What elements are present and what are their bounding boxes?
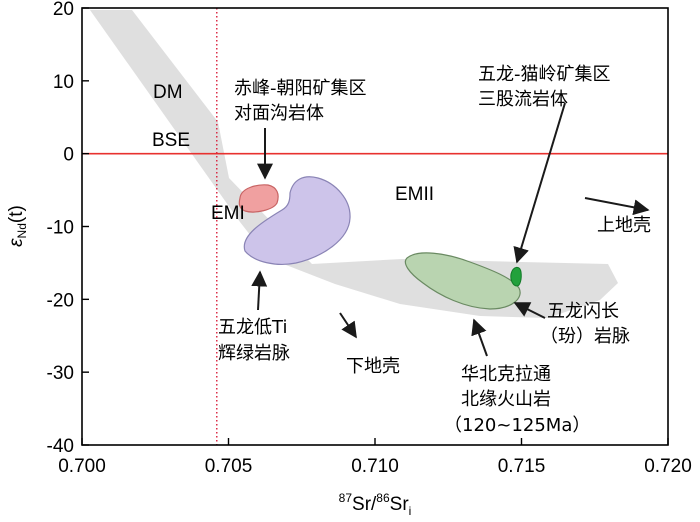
y-axis-title: εNd(t) xyxy=(6,205,29,247)
x-axis-title-sup1: 87 xyxy=(339,491,353,505)
label-chifeng-line1: 赤峰-朝阳矿集区 xyxy=(234,78,367,99)
label-diorite-line1: 五龙闪长 xyxy=(547,301,619,322)
x-axis-ticks: 0.700 0.705 0.710 0.715 0.720 xyxy=(58,438,692,477)
y-axis-title-sub: Nd xyxy=(15,223,29,238)
y-tick-label: -30 xyxy=(47,363,74,384)
y-axis-title-t: (t) xyxy=(6,205,27,223)
label-lowti-line2: 辉绿岩脉 xyxy=(218,343,290,364)
label-diorite-line2: （玢）岩脉 xyxy=(540,326,630,347)
field-duimiangou xyxy=(238,184,279,213)
x-tick-label: 0.700 xyxy=(58,456,106,477)
field-ncc-volcanics xyxy=(404,252,521,310)
label-ncc-line1: 华北克拉通 xyxy=(461,364,551,385)
field-sanguliu xyxy=(510,266,522,287)
y-tick-label: -40 xyxy=(47,436,74,457)
y-axis-ticks: 20 10 0 -10 -20 -30 -40 xyxy=(47,0,89,457)
label-wulong-line1: 五龙-猫岭矿集区 xyxy=(478,64,611,85)
x-tick-label: 0.720 xyxy=(644,456,692,477)
mantle-array-field xyxy=(90,10,618,318)
x-axis-title-sub: i xyxy=(409,504,412,518)
label-ncc-line3: （120~125Ma） xyxy=(444,415,590,436)
text-labels: DM BSE EMI EMII 上地壳 下地壳 赤峰-朝阳矿集区 对面沟岩体 五… xyxy=(152,64,651,436)
field-lowti-diabase xyxy=(243,176,351,265)
label-bse: BSE xyxy=(152,130,190,151)
y-tick-label: 0 xyxy=(63,145,74,166)
y-tick-label: 10 xyxy=(53,72,74,93)
label-dm: DM xyxy=(153,82,183,103)
x-axis-title-part2: Sr xyxy=(390,494,410,515)
x-tick-label: 0.705 xyxy=(205,456,253,477)
label-emi: EMI xyxy=(211,203,245,224)
arrow-ncc xyxy=(471,318,488,357)
label-ncc-line2: 北缘火山岩 xyxy=(461,389,551,410)
x-axis-title-part1: Sr/ xyxy=(352,494,377,515)
y-tick-label: -20 xyxy=(47,290,74,311)
x-axis-title: 87Sr/86Sri xyxy=(339,491,412,518)
label-upper-crust: 上地壳 xyxy=(597,215,651,236)
label-emii: EMII xyxy=(395,184,434,205)
arrow-upper-crust xyxy=(584,197,650,216)
label-chifeng-line2: 对面沟岩体 xyxy=(234,103,324,124)
annotation-arrows xyxy=(251,102,650,357)
arrow-lowti xyxy=(251,270,268,311)
x-tick-label: 0.715 xyxy=(498,456,546,477)
arrow-sanguliu xyxy=(513,102,566,264)
x-tick-label: 0.710 xyxy=(351,456,399,477)
arrow-diorite xyxy=(513,302,546,319)
label-lowti-line1: 五龙低Ti xyxy=(218,317,287,338)
label-lower-crust: 下地壳 xyxy=(346,356,400,377)
arrow-lower-crust xyxy=(339,312,357,339)
y-tick-label: 20 xyxy=(53,0,74,20)
y-tick-label: -10 xyxy=(47,218,74,239)
data-fields xyxy=(90,10,618,318)
x-axis-title-sup2: 86 xyxy=(376,491,390,505)
label-wulong-line2: 三股流岩体 xyxy=(478,89,568,110)
y-axis-title-epsilon: ε xyxy=(6,238,27,247)
